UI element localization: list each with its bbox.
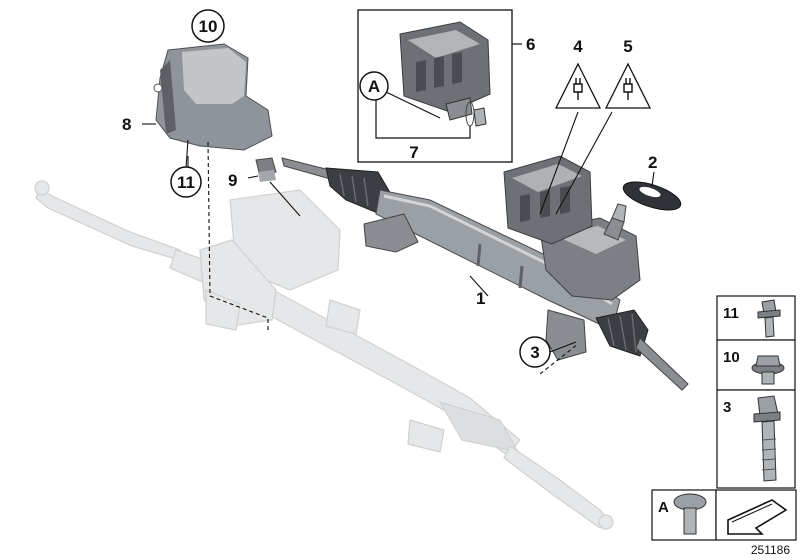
legend-row-3: 3 — [723, 395, 781, 482]
legend-row-10: 10 — [723, 349, 785, 385]
svg-text:3: 3 — [530, 343, 539, 362]
part-5-connector-warning — [555, 62, 652, 215]
callout-6: 6 — [526, 35, 535, 54]
callout-9: 9 — [228, 171, 237, 190]
svg-text:11: 11 — [723, 305, 739, 322]
legend-row-A: A — [658, 493, 707, 535]
legend-row-11: 11 — [723, 299, 781, 338]
callout-8: 8 — [122, 115, 131, 134]
callout-1: 1 — [476, 289, 485, 308]
callout-5: 5 — [623, 37, 632, 56]
part-6-detail-box — [357, 9, 522, 163]
callout-7: 7 — [409, 143, 418, 162]
svg-text:11: 11 — [177, 173, 195, 192]
svg-text:4: 4 — [573, 37, 583, 56]
svg-text:3: 3 — [723, 399, 731, 416]
ghost-steering-rack-assembly — [34, 180, 614, 530]
part-2-seal-ring — [622, 181, 682, 211]
diagram-id: 251186 — [751, 543, 790, 557]
svg-text:7: 7 — [409, 143, 418, 162]
callout-10: 10 — [191, 9, 225, 43]
part-8-heat-shield — [153, 43, 273, 151]
svg-text:10: 10 — [199, 17, 218, 36]
electrical-connector-warning-icon — [573, 78, 583, 100]
arrow-direction-icon — [727, 499, 788, 535]
electrical-connector-warning-icon — [623, 78, 633, 100]
part-4-connector-warning — [539, 62, 602, 215]
svg-text:5: 5 — [623, 37, 632, 56]
svg-text:A: A — [658, 499, 669, 516]
svg-text:6: 6 — [526, 35, 535, 54]
callout-3: 3 — [519, 336, 551, 368]
callout-11: 11 — [170, 166, 202, 198]
svg-text:A: A — [368, 77, 380, 96]
svg-text:8: 8 — [122, 115, 131, 134]
svg-text:2: 2 — [648, 153, 657, 172]
svg-text:1: 1 — [476, 289, 485, 308]
svg-text:9: 9 — [228, 171, 237, 190]
part-9-clip — [255, 157, 277, 182]
callout-A: A — [359, 71, 389, 101]
callout-4: 4 — [573, 37, 583, 56]
svg-text:10: 10 — [723, 349, 740, 366]
fastener-legend: 11 10 3 A — [651, 295, 797, 541]
callout-2: 2 — [648, 153, 657, 172]
part-1-steering-gear — [281, 155, 689, 391]
